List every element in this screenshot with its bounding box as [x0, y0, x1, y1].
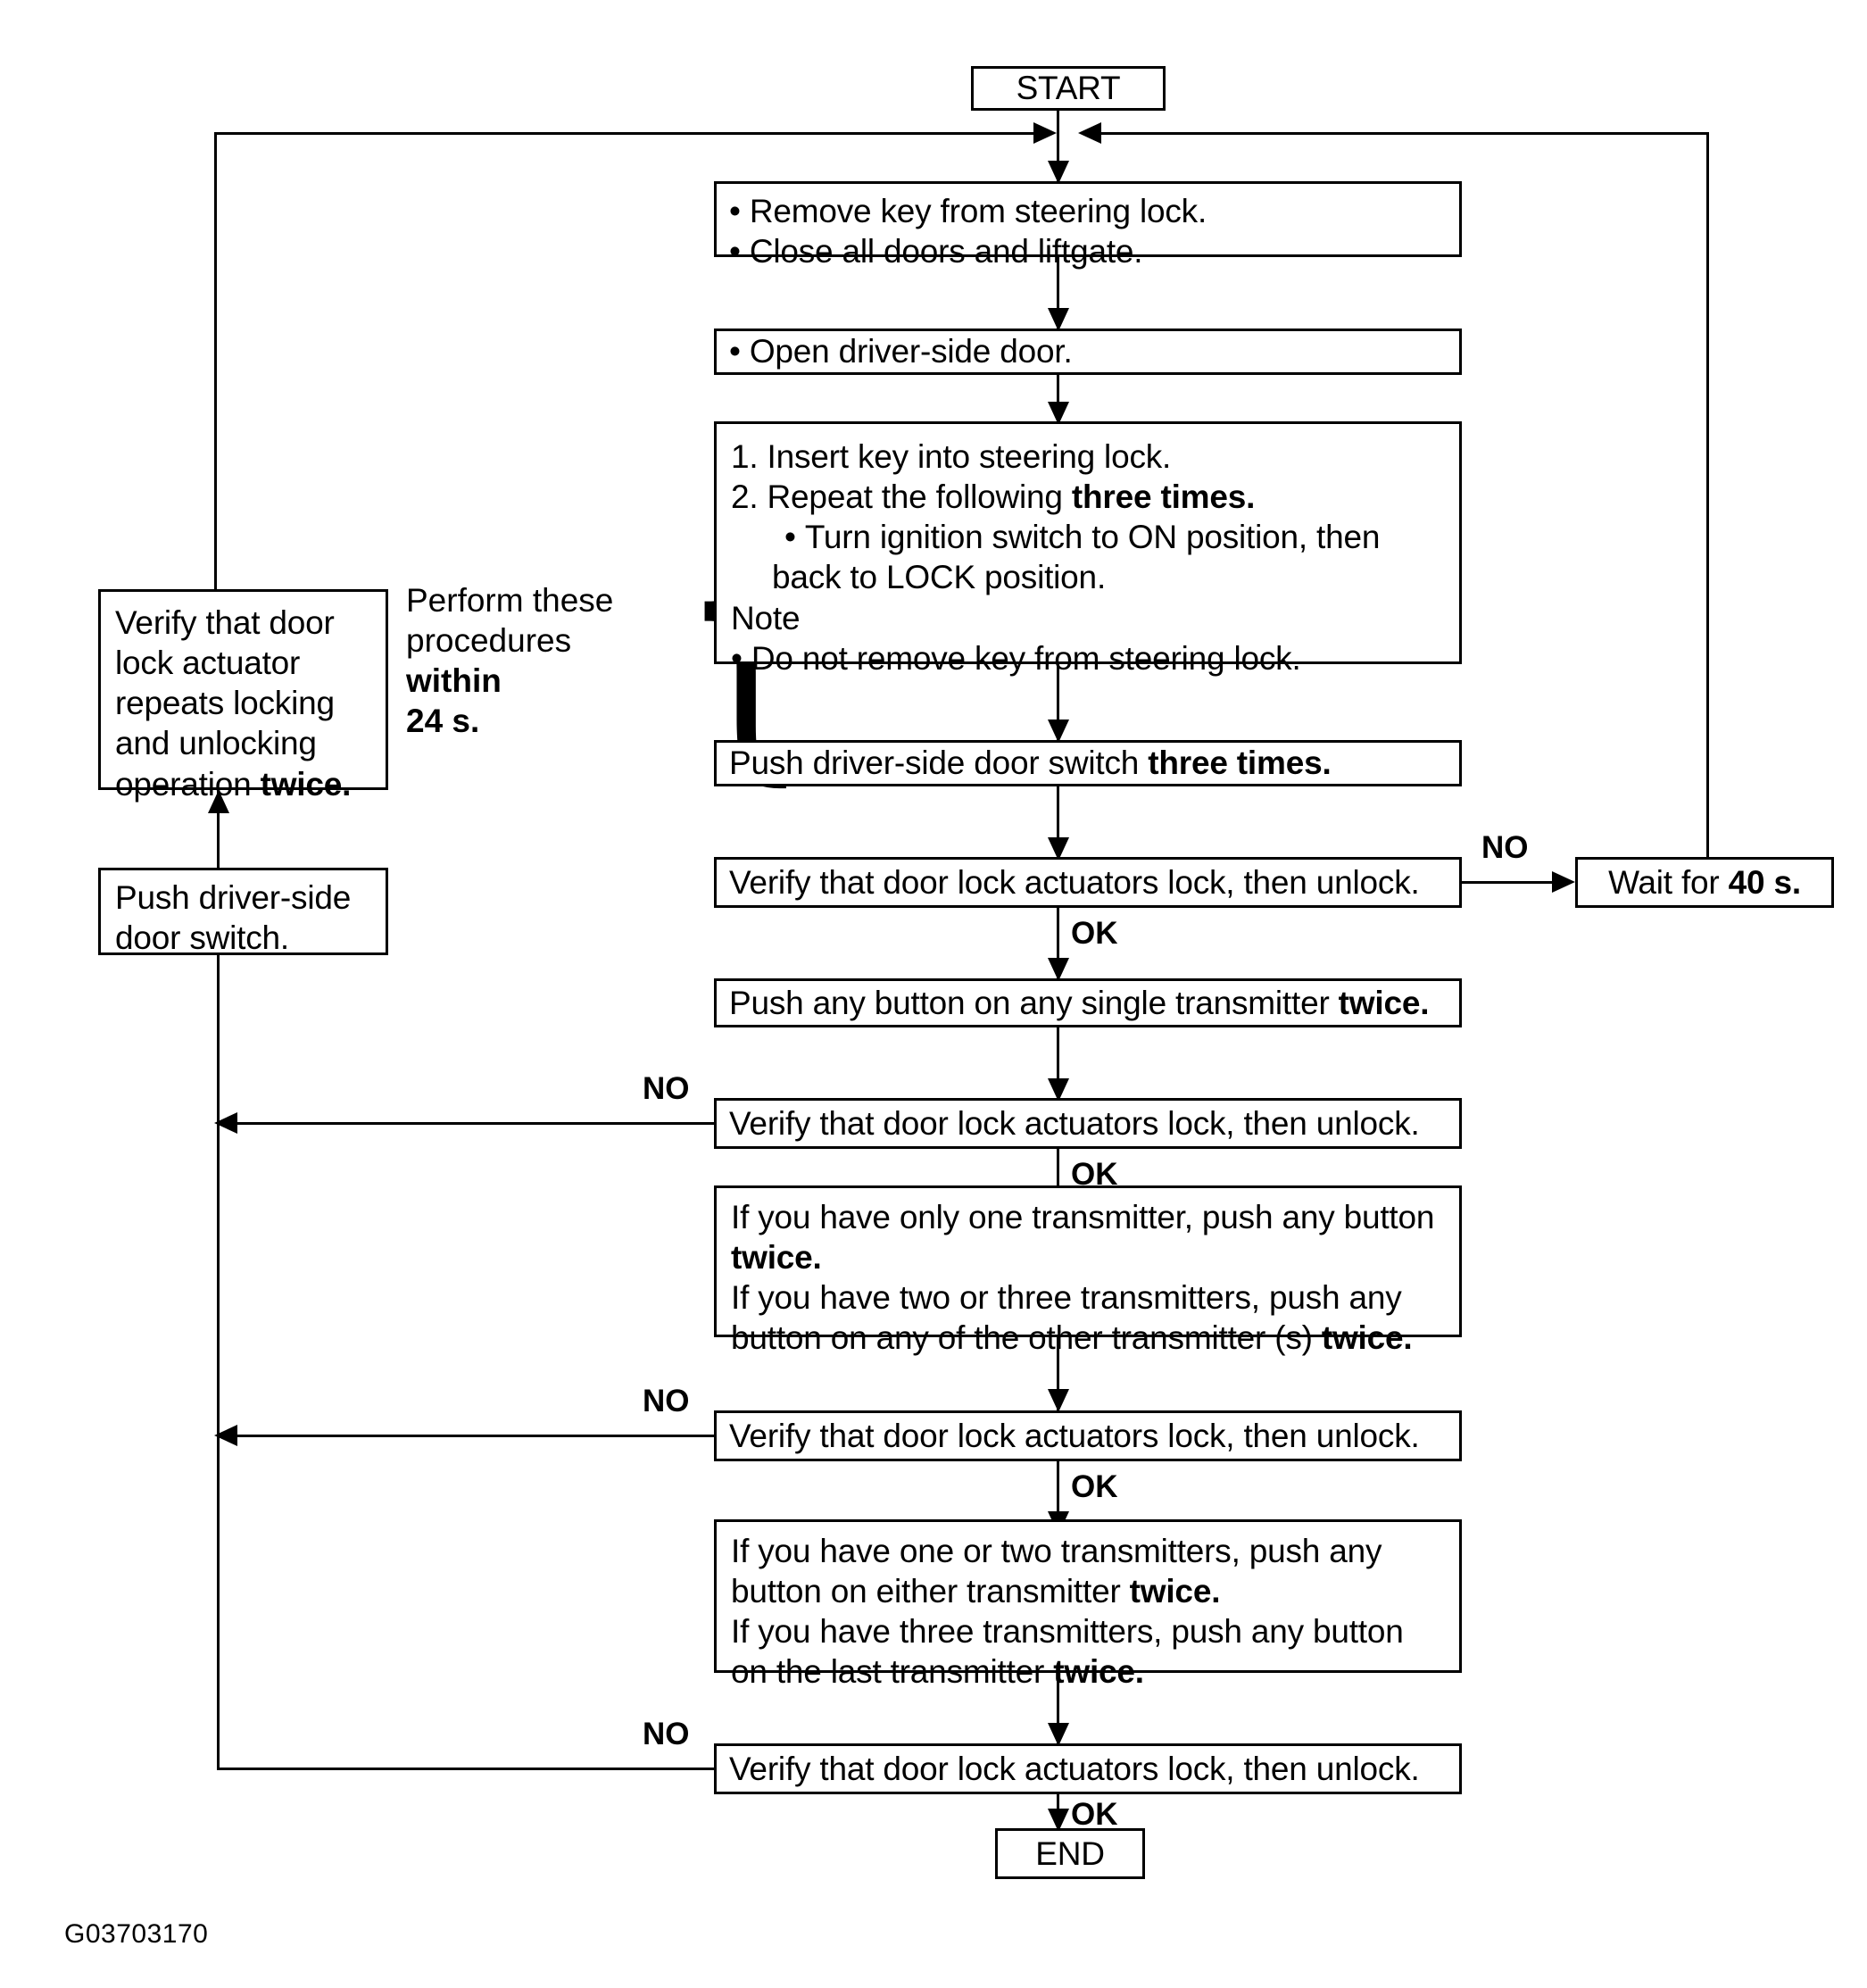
verify-actuator-line-5: operation twice.	[115, 765, 352, 803]
label-no-verify-4: NO	[643, 1717, 690, 1751]
ignition-note-heading: Note	[731, 599, 801, 636]
arrowhead-push-switch-to-verify-1	[1048, 837, 1069, 861]
arrowhead-push-switch-to-verify-actuator	[208, 790, 229, 813]
last-tx-line-2: button on either transmitter twice.	[731, 1573, 1221, 1610]
arrowhead-left-rail-into-main	[1033, 122, 1057, 144]
arrowhead-open-door-to-ignition	[1048, 402, 1069, 425]
arrowhead-ignition-to-push-switch	[1048, 720, 1069, 743]
other-tx-line-3: If you have two or three transmitters, p…	[731, 1279, 1402, 1317]
arrowhead-start-to-prepare	[1048, 161, 1069, 184]
push-driver-switch-line-2: door switch.	[115, 919, 290, 957]
edge-verify-1-no-to-wait	[1462, 881, 1556, 884]
rail-right-top-horizontal	[1084, 132, 1709, 135]
edge-open-door-to-ignition	[1057, 375, 1059, 424]
other-tx-line-2: twice.	[731, 1239, 822, 1277]
node-verify-actuator-repeats-twice[interactable]: Verify that door lock actuator repeats l…	[98, 589, 388, 803]
edge-push-single-tx-to-verify-2	[1057, 1027, 1059, 1101]
terminator-start[interactable]: START	[971, 66, 1166, 111]
edge-verify-4-no-to-left-rail	[217, 1768, 714, 1770]
push-switch-text: Push driver-side door switch three times…	[729, 744, 1332, 782]
edge-prepare-to-open-door	[1057, 257, 1059, 331]
last-tx-line-3: If you have three transmitters, push any…	[731, 1613, 1404, 1651]
node-verify-3[interactable]: Verify that door lock actuators lock, th…	[714, 1410, 1462, 1461]
verify-3-text: Verify that door lock actuators lock, th…	[729, 1417, 1420, 1454]
rail-left-no-collector-vertical	[217, 912, 220, 1769]
rail-left-vertical-top	[214, 132, 217, 592]
label-ok-verify-4: OK	[1071, 1797, 1118, 1832]
rail-right-vertical	[1706, 132, 1709, 860]
verify-1-text: Verify that door lock actuators lock, th…	[729, 863, 1420, 901]
other-tx-line-1: If you have only one transmitter, push a…	[731, 1199, 1435, 1235]
prepare-bullet-2: • Close all doors and liftgate.	[729, 233, 1143, 270]
arrowhead-right-rail-into-main	[1078, 122, 1101, 144]
edge-push-switch-to-verify-actuator	[217, 790, 220, 870]
note-perform-within-24s: Perform these procedures within 24 s.	[406, 582, 614, 740]
label-no-verify-2: NO	[643, 1071, 690, 1106]
node-wait-40s[interactable]: Wait for 40 s.	[1575, 857, 1834, 908]
arrowhead-push-single-tx-to-verify-2	[1048, 1078, 1069, 1102]
label-no-verify-1: NO	[1481, 830, 1529, 865]
node-step-open-door[interactable]: • Open driver-side door.	[714, 329, 1462, 375]
edge-verify-2-no-to-left-rail	[225, 1122, 714, 1125]
arrowhead-verify-1-ok	[1048, 958, 1069, 981]
node-verify-1[interactable]: Verify that door lock actuators lock, th…	[714, 857, 1462, 908]
terminator-start-label: START	[1016, 70, 1121, 107]
node-verify-2[interactable]: Verify that door lock actuators lock, th…	[714, 1098, 1462, 1149]
edge-ignition-to-push-switch	[1057, 664, 1059, 743]
arrowhead-verify-4-ok	[1048, 1809, 1069, 1832]
edge-push-switch-to-verify-1	[1057, 786, 1059, 860]
open-door-bullet-1: • Open driver-side door.	[729, 333, 1073, 370]
node-step-ignition[interactable]: 1. Insert key into steering lock. 2. Rep…	[714, 421, 1462, 677]
arrowhead-last-tx-to-verify-4	[1048, 1723, 1069, 1746]
verify-4-text: Verify that door lock actuators lock, th…	[729, 1750, 1420, 1787]
terminator-end-label: END	[1035, 1834, 1105, 1872]
rail-left-top-horizontal	[214, 132, 1053, 135]
verify-actuator-line-1: Verify that door	[115, 604, 335, 641]
arrowhead-verify-1-no-to-wait	[1552, 871, 1575, 893]
wait-40s-text: Wait for 40 s.	[1608, 863, 1801, 901]
label-ok-verify-1: OK	[1071, 916, 1118, 951]
node-step-prepare[interactable]: • Remove key from steering lock. • Close…	[714, 181, 1462, 270]
node-step-last-transmitter[interactable]: If you have one or two transmitters, pus…	[714, 1519, 1462, 1690]
ignition-item-1: 1. Insert key into steering lock.	[731, 438, 1172, 475]
edge-verify-3-no-to-left-rail	[225, 1435, 714, 1437]
edge-verify-1-ok-to-push-single-tx	[1057, 908, 1059, 981]
terminator-end[interactable]: END	[995, 1828, 1145, 1879]
last-tx-line-4: on the last transmitter twice.	[731, 1653, 1144, 1691]
ignition-item-2: 2. Repeat the following three times.	[731, 478, 1256, 516]
verify-actuator-line-3: repeats locking	[115, 685, 335, 722]
label-ok-verify-3: OK	[1071, 1469, 1118, 1504]
push-single-tx-text: Push any button on any single transmitte…	[729, 984, 1430, 1021]
push-driver-switch-line-1: Push driver-side	[115, 879, 352, 916]
node-step-push-single-transmitter[interactable]: Push any button on any single transmitte…	[714, 978, 1462, 1027]
arrowhead-other-tx-to-verify-3	[1048, 1389, 1069, 1412]
edge-start-to-prepare	[1057, 111, 1059, 184]
prepare-bullet-1: • Remove key from steering lock.	[729, 193, 1207, 229]
arrowhead-prepare-to-open-door	[1048, 308, 1069, 331]
label-no-verify-3: NO	[643, 1384, 690, 1418]
node-verify-4[interactable]: Verify that door lock actuators lock, th…	[714, 1743, 1462, 1794]
edge-other-tx-to-verify-3	[1057, 1337, 1059, 1413]
edge-last-tx-to-verify-4	[1057, 1673, 1059, 1746]
ignition-note-item: • Do not remove key from steering lock.	[731, 639, 1301, 677]
verify-actuator-line-2: lock actuator	[115, 645, 301, 682]
other-tx-line-4: button on any of the other transmitter (…	[731, 1319, 1413, 1357]
figure-id-code: G03703170	[64, 1919, 209, 1949]
verify-2-text: Verify that door lock actuators lock, th…	[729, 1104, 1420, 1142]
ignition-sub-bullet: • Turn ignition switch to ON position, t…	[784, 519, 1381, 556]
ignition-sub-bullet-cont: back to LOCK position.	[772, 559, 1107, 596]
node-push-driver-side-door-switch[interactable]: Push driver-side door switch.	[98, 868, 388, 957]
node-step-other-transmitters[interactable]: If you have only one transmitter, push a…	[714, 1185, 1462, 1356]
edge-verify-3-ok-to-last-tx	[1057, 1461, 1059, 1535]
last-tx-line-1: If you have one or two transmitters, pus…	[731, 1533, 1382, 1569]
node-step-push-switch-three-times[interactable]: Push driver-side door switch three times…	[714, 740, 1462, 786]
verify-actuator-line-4: and unlocking	[115, 725, 317, 762]
